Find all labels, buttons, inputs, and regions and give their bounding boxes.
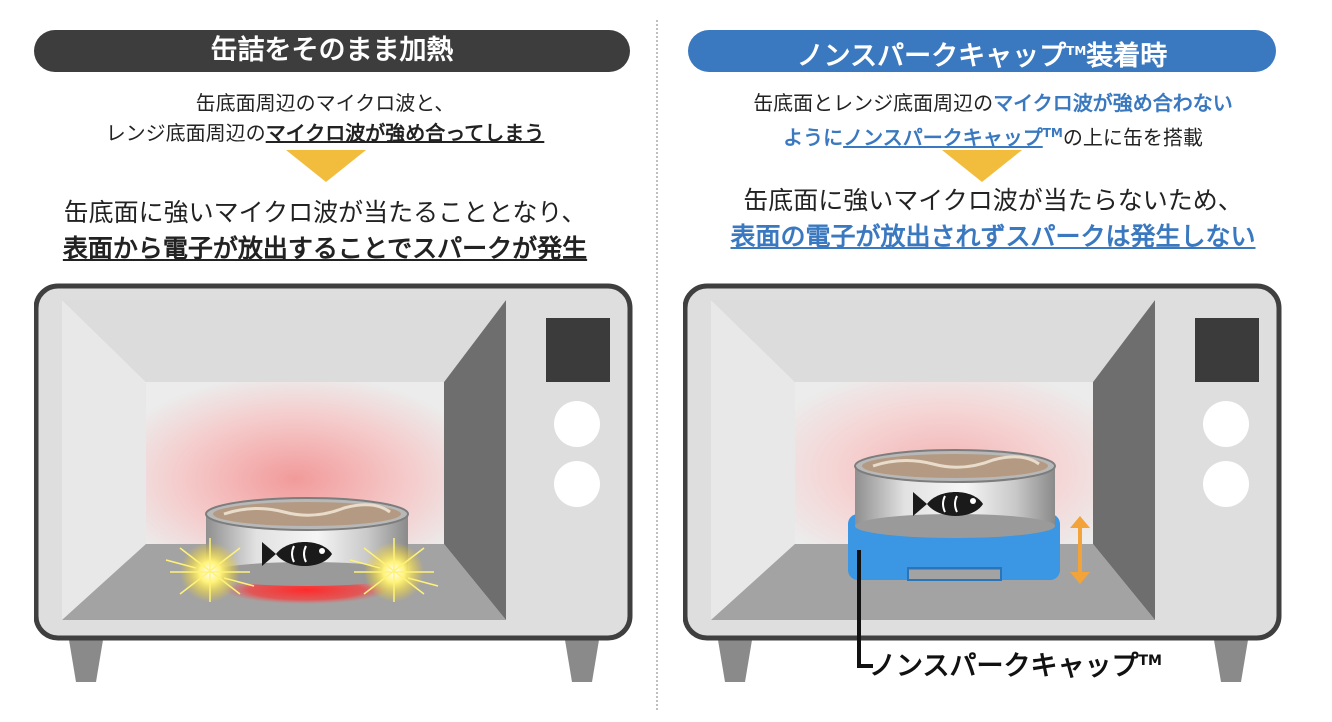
cap-callout-line [857,550,873,668]
spark-icon [349,538,439,602]
cap-label-tm: TM [1138,653,1162,669]
down-triangle-icon [942,150,1022,182]
right-intro-tm: TM [1042,126,1063,140]
center-divider [656,20,658,710]
right-result: 缶底面に強いマイクロ波が当たらないため、 表面の電子が放出されずスパークは発生し… [668,183,1318,255]
ceiling [711,300,1155,382]
knob-top [1203,401,1249,447]
right-title-main: ノンスパークキャップ [796,41,1067,72]
left-wall [62,300,146,620]
left-result-line2: 表面から電子が放出することでスパークが発生 [62,234,588,263]
down-triangle-icon [286,150,366,182]
right-intro-blue1: マイクロ波が強め合わない [993,91,1233,115]
cap-label: ノンスパークキャップTM [869,644,1162,683]
left-intro-emph: マイクロ波が強め合ってしまう [265,121,545,145]
can-bottom [206,562,408,586]
right-title-tm: TM [1066,44,1087,58]
left-panel: 缶詰をそのまま加熱 缶底面周辺のマイクロ波と、 レンジ底面周辺のマイクロ波が強め… [0,0,650,722]
right-intro-plain2: の上に缶を搭載 [1062,125,1203,150]
right-result-line2: 表面の電子が放出されずスパークは発生しない [730,222,1256,251]
right-title: ノンスパークキャップTM装着時 [688,30,1276,72]
knob-bottom [554,461,600,507]
left-intro: 缶底面周辺のマイクロ波と、 レンジ底面周辺のマイクロ波が強め合ってしまう [0,88,650,148]
left-leg [68,634,104,682]
right-intro: 缶底面とレンジ底面周辺のマイクロ波が強め合わない ようにノンスパークキャップTM… [668,88,1318,153]
left-wall [711,300,795,620]
fish-icon [913,492,983,516]
fish-icon [262,542,332,566]
right-intro-blue2: ように [783,125,844,150]
left-result: 缶底面に強いマイクロ波が当たることとなり、 表面から電子が放出することでスパーク… [0,195,650,267]
right-leg [564,634,600,682]
right-intro-line2: ようにノンスパークキャップTMの上に缶を搭載 [668,118,1318,153]
right-leg [1213,634,1249,682]
left-intro-line1: 缶底面周辺のマイクロ波と、 [195,91,455,115]
microwave-right [683,283,1282,682]
left-leg [717,634,753,682]
right-intro-cap: ノンスパークキャップ [843,125,1043,150]
knob-top [554,401,600,447]
spark-icon [165,538,255,602]
left-result-line1: 缶底面に強いマイクロ波が当たることとなり、 [63,198,587,227]
left-title: 缶詰をそのまま加熱 [34,30,630,72]
left-intro-line2: レンジ底面周辺のマイクロ波が強め合ってしまう [0,118,650,148]
right-intro-plain1: 缶底面とレンジ底面周辺の [753,91,994,115]
ceiling [62,300,506,382]
display-window [1195,318,1259,382]
microwave-left [34,283,633,682]
cap-label-text: ノンスパークキャップ [869,651,1139,682]
height-arrow-icon [1070,516,1090,584]
left-intro-plain: レンジ底面周辺の [105,121,266,145]
right-wall [1093,300,1155,620]
display-window [546,318,610,382]
right-wall [444,300,506,620]
right-result-line1: 缶底面に強いマイクロ波が当たらないため、 [743,186,1243,215]
right-title-tail: 装着時 [1086,41,1168,72]
knob-bottom [1203,461,1249,507]
right-intro-line1: 缶底面とレンジ底面周辺のマイクロ波が強め合わない [668,88,1318,118]
can-bottom [855,514,1055,538]
right-panel: ノンスパークキャップTM装着時 缶底面とレンジ底面周辺のマイクロ波が強め合わない… [668,0,1318,722]
